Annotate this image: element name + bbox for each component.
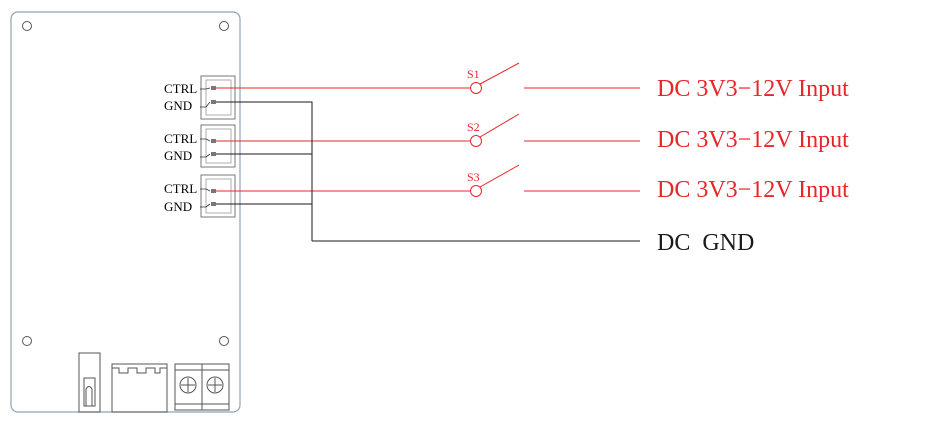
switch-label-3: S3 [467,170,480,184]
mounting-hole-icon [22,21,32,31]
ground-wires [216,101,640,242]
terminal-screw-icon [206,376,224,394]
connector-1 [200,75,236,120]
connector-3 [200,174,236,218]
switch-3 [470,164,640,197]
ctrl-label-1: CTRL [164,81,197,96]
switch-label-2: S2 [467,120,480,134]
switch-label-1: S1 [467,67,480,81]
pin-header [111,363,168,413]
input-label-3: DC 3V3−12V Input [657,177,849,203]
ctrl-label-3: CTRL [164,181,197,196]
mounting-hole-icon [219,21,229,31]
input-label-2: DC 3V3−12V Input [657,127,849,153]
ctrl-label-2: CTRL [164,131,197,146]
gnd-label-1: GND [164,98,192,113]
ground-label: DC GND [657,230,754,256]
gnd-label-2: GND [164,148,192,163]
terminal-screw-icon [179,376,197,394]
screw-terminal [174,363,230,411]
mounting-hole-icon [22,336,32,346]
connector-2 [200,124,236,168]
input-label-1: DC 3V3−12V Input [657,76,849,102]
switch-2 [470,113,640,147]
mounting-hole-icon [219,336,229,346]
switch-1 [470,62,640,94]
gnd-label-3: GND [164,199,192,214]
usb-connector [78,352,101,413]
